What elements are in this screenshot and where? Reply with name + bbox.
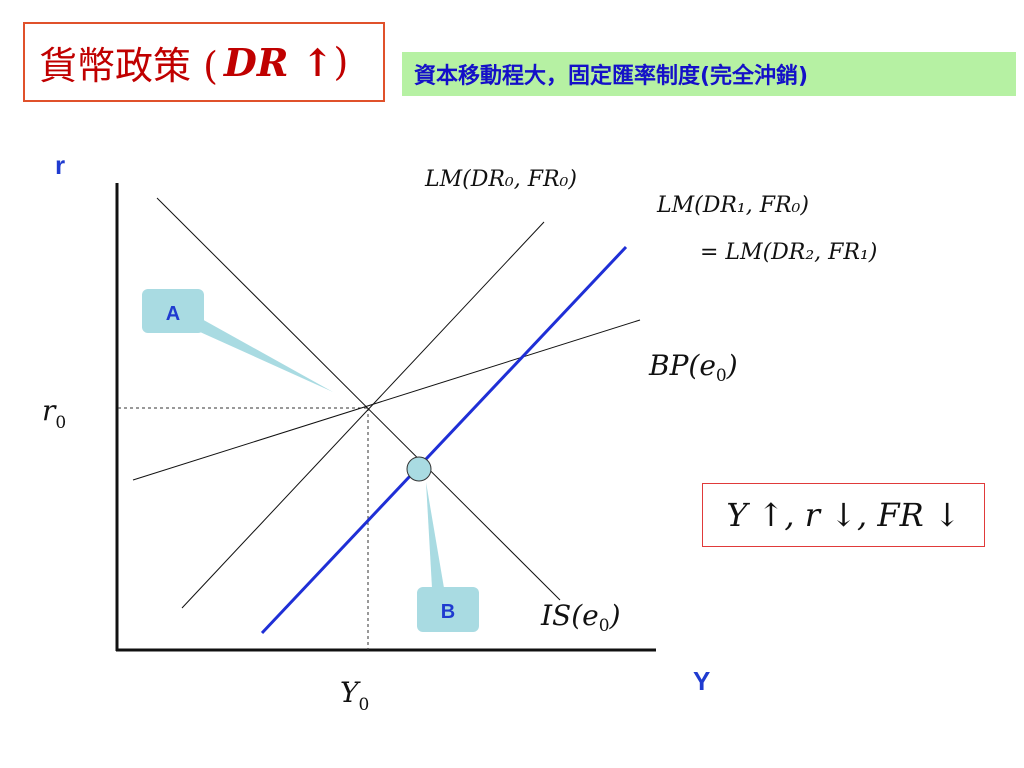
is-label: IS(e0)	[540, 599, 621, 636]
lm0-curve	[181, 221, 545, 609]
callout-b-label: B	[441, 601, 455, 623]
y-axis-label: r	[55, 150, 65, 180]
title-close: )	[333, 40, 349, 84]
lm1-label-line1: LM(DR₁, FR₀)	[656, 193, 809, 218]
x-axis-label: Y	[693, 666, 710, 696]
lm1-label-line2: = LM(DR₂, FR₁)	[700, 240, 877, 265]
result-text: Y ↑, r ↓, FR ↓	[726, 496, 961, 534]
callout-a-label: A	[166, 303, 180, 325]
title-box: 貨幣政策 ( DR ↑ )	[23, 22, 385, 102]
callout-a-pointer	[200, 318, 333, 392]
callout-a-box	[142, 289, 204, 333]
bp-label: BP(e0)	[648, 349, 738, 386]
bp-curve	[132, 319, 641, 481]
subtitle-box: 資本移動程大，固定匯率制度(完全沖銷)	[402, 52, 1016, 96]
callout-b-pointer	[426, 482, 444, 588]
y0-label: Y0	[340, 676, 369, 715]
subtitle-text: 資本移動程大，固定匯率制度(完全沖銷)	[414, 64, 809, 89]
is-curve	[156, 197, 561, 601]
callout-b-box	[417, 587, 479, 632]
title-math: DR ↑	[223, 39, 334, 85]
circle-marker-icon	[406, 456, 432, 482]
title-text: 貨幣政策 (	[39, 43, 218, 88]
result-box: Y ↑, r ↓, FR ↓	[702, 483, 985, 547]
lm0-label: LM(DR₀, FR₀)	[424, 167, 577, 192]
r0-label: r0	[42, 394, 66, 433]
lm1-curve	[260, 245, 628, 635]
